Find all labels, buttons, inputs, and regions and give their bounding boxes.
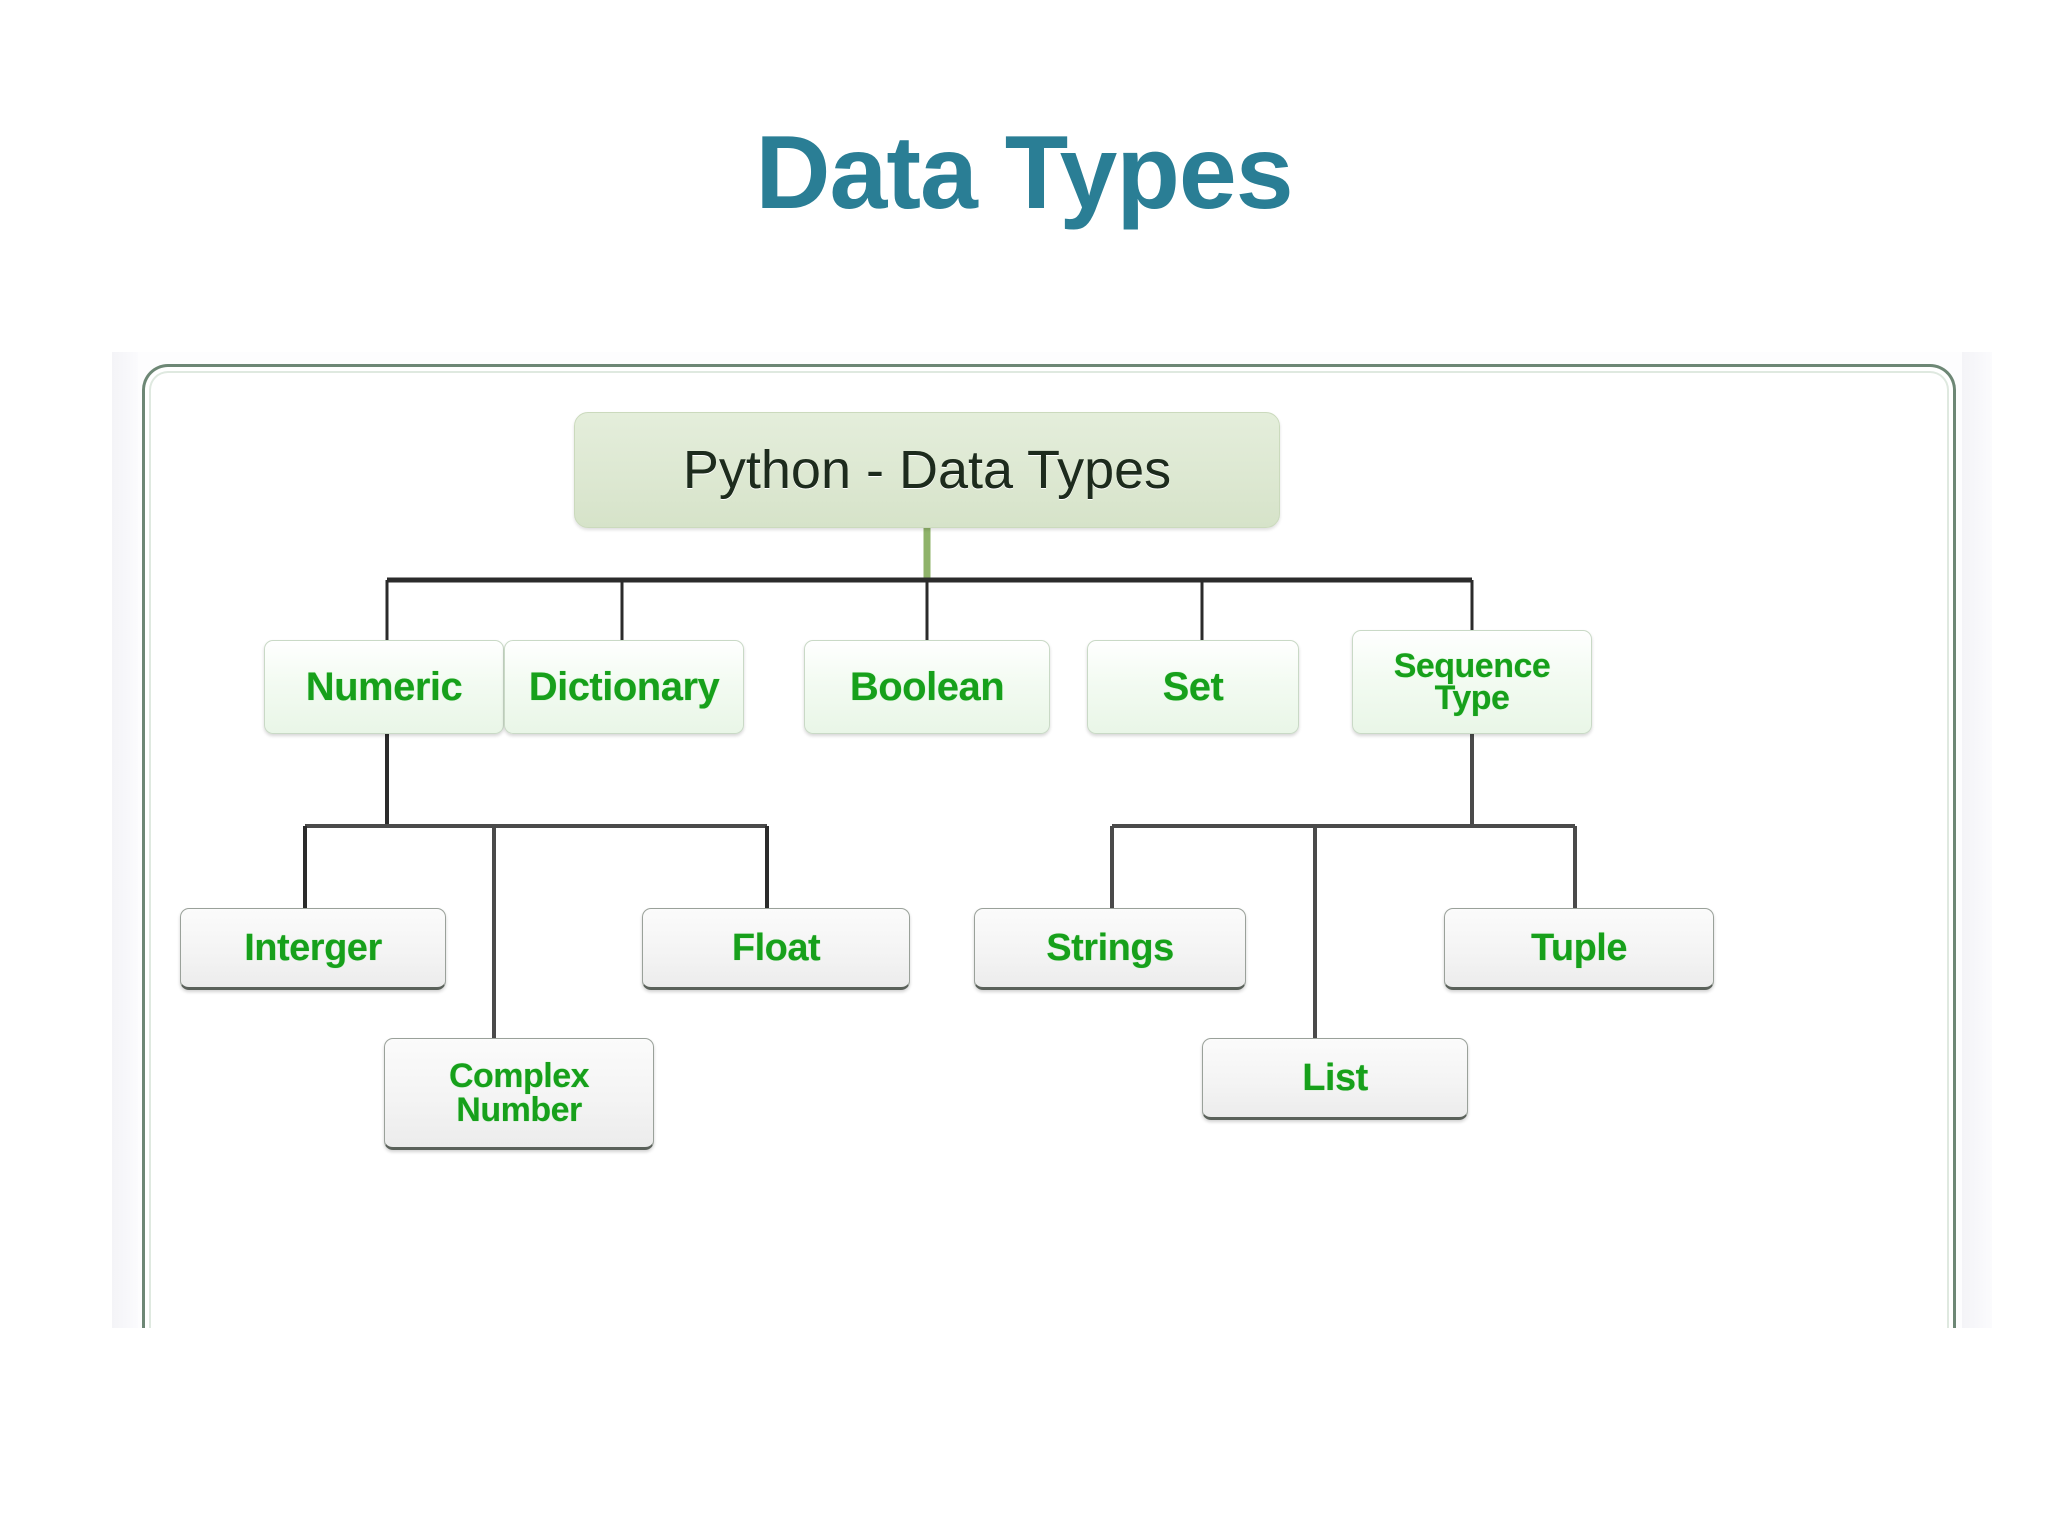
node-boolean[interactable]: Boolean: [804, 640, 1050, 734]
node-strings[interactable]: Strings: [974, 908, 1246, 990]
node-list[interactable]: List: [1202, 1038, 1468, 1120]
node-python-data-types[interactable]: Python - Data Types: [574, 412, 1280, 528]
tree-connectors: [303, 528, 1577, 1038]
data-types-tree: Python - Data Types Numeric Dictionary B…: [112, 352, 1992, 1328]
diagram-image: Python - Data Types Numeric Dictionary B…: [112, 352, 1992, 1328]
node-float[interactable]: Float: [642, 908, 910, 990]
node-tuple[interactable]: Tuple: [1444, 908, 1714, 990]
node-numeric[interactable]: Numeric: [264, 640, 504, 734]
node-complex-number[interactable]: Complex Number: [384, 1038, 654, 1150]
node-dictionary[interactable]: Dictionary: [504, 640, 744, 734]
image-left-edge-strip: [112, 352, 138, 1328]
node-interger[interactable]: Interger: [180, 908, 446, 990]
node-sequence-type-line2: Type: [1434, 679, 1510, 717]
image-right-edge-strip: [1962, 352, 1992, 1328]
node-sequence-type[interactable]: Sequence Type: [1352, 630, 1592, 734]
node-complex-number-line2: Number: [456, 1091, 582, 1129]
node-set[interactable]: Set: [1087, 640, 1299, 734]
node-sequence-type-line1: Sequence: [1393, 646, 1551, 685]
page-title: Data Types: [755, 115, 1293, 231]
node-complex-number-line1: Complex: [448, 1057, 590, 1095]
